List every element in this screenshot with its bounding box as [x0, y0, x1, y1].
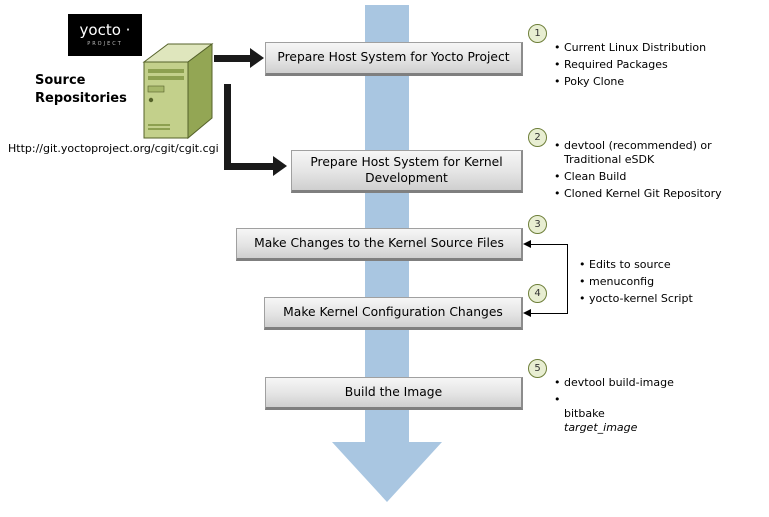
list-item: Required Packages	[552, 58, 752, 72]
step-number-badge-3: 3	[528, 215, 547, 234]
step-number-text: 2	[534, 132, 541, 143]
step-box-prepare-host-kernel: Prepare Host System for Kernel Developme…	[291, 150, 523, 193]
arrow-to-step2-horizontal	[224, 163, 275, 170]
logo-subtitle-text: PROJECT	[87, 41, 123, 47]
list-item: devtool build-image	[552, 376, 752, 390]
step-number-text: 3	[534, 219, 541, 230]
bullet-text: bitbake	[564, 407, 605, 421]
source-repositories-label: Source Repositories	[35, 73, 127, 106]
step-title: Build the Image	[344, 384, 443, 399]
bracket-arrowhead-step4-icon	[523, 309, 531, 317]
list-item: Cloned Kernel Git Repository	[552, 187, 752, 201]
step5-bullet-list: devtool build-image bitbake target_image	[552, 376, 752, 438]
list-item: Current Linux Distribution	[552, 41, 752, 55]
step-box-prepare-host-yocto: Prepare Host System for Yocto Project	[265, 42, 523, 76]
arrow-to-step1-shaft	[214, 55, 252, 62]
arrow-to-step2-vertical	[224, 84, 231, 170]
arrow-to-step1-head-icon	[250, 48, 264, 68]
step-title: Make Kernel Configuration Changes	[283, 304, 503, 319]
repository-url-text: Http://git.yoctoproject.org/cgit/cgit.cg…	[8, 142, 219, 155]
step-number-badge-4: 4	[528, 284, 547, 303]
bracket-line-to-step4	[530, 313, 568, 314]
list-item: devtool (recommended) or Traditional eSD…	[552, 139, 752, 167]
bracket-line-to-step3	[530, 244, 568, 245]
step-title: Prepare Host System for Kernel Developme…	[310, 154, 503, 185]
server-tower-icon	[142, 43, 214, 140]
step1-bullet-list: Current Linux Distribution Required Pack…	[552, 41, 752, 92]
bullet-italic-text: target_image	[564, 421, 638, 435]
list-item: Edits to source	[577, 258, 747, 272]
logo-brand-text: yocto ·	[79, 21, 131, 39]
yocto-project-logo: yocto · PROJECT	[68, 14, 142, 56]
list-item: Poky Clone	[552, 75, 752, 89]
bracket-vertical-line	[567, 244, 568, 314]
step-number-badge-2: 2	[528, 128, 547, 147]
step-title: Prepare Host System for Yocto Project	[277, 50, 510, 64]
step-box-make-config-changes: Make Kernel Configuration Changes	[264, 297, 523, 330]
list-item: Clean Build	[552, 170, 752, 184]
step-number-text: 1	[534, 28, 541, 39]
steps-3-4-shared-bullet-list: Edits to source menuconfig yocto-kernel …	[577, 258, 747, 309]
bracket-arrowhead-step3-icon	[523, 240, 531, 248]
list-item: yocto-kernel Script	[577, 292, 747, 306]
step-box-make-source-changes: Make Changes to the Kernel Source Files	[236, 228, 523, 261]
step-number-text: 4	[534, 288, 541, 299]
arrow-to-step2-head-icon	[273, 156, 287, 176]
step2-bullet-list: devtool (recommended) or Traditional eSD…	[552, 139, 752, 204]
step-number-badge-1: 1	[528, 24, 547, 43]
workflow-arrow-head-icon	[332, 442, 442, 502]
step-number-badge-5: 5	[528, 359, 547, 378]
list-item: menuconfig	[577, 275, 747, 289]
step-box-build-image: Build the Image	[265, 377, 523, 410]
workflow-arrow-shaft	[365, 5, 409, 443]
step-number-text: 5	[534, 363, 541, 374]
list-item: bitbake target_image	[552, 393, 752, 435]
step-title: Make Changes to the Kernel Source Files	[254, 235, 504, 250]
